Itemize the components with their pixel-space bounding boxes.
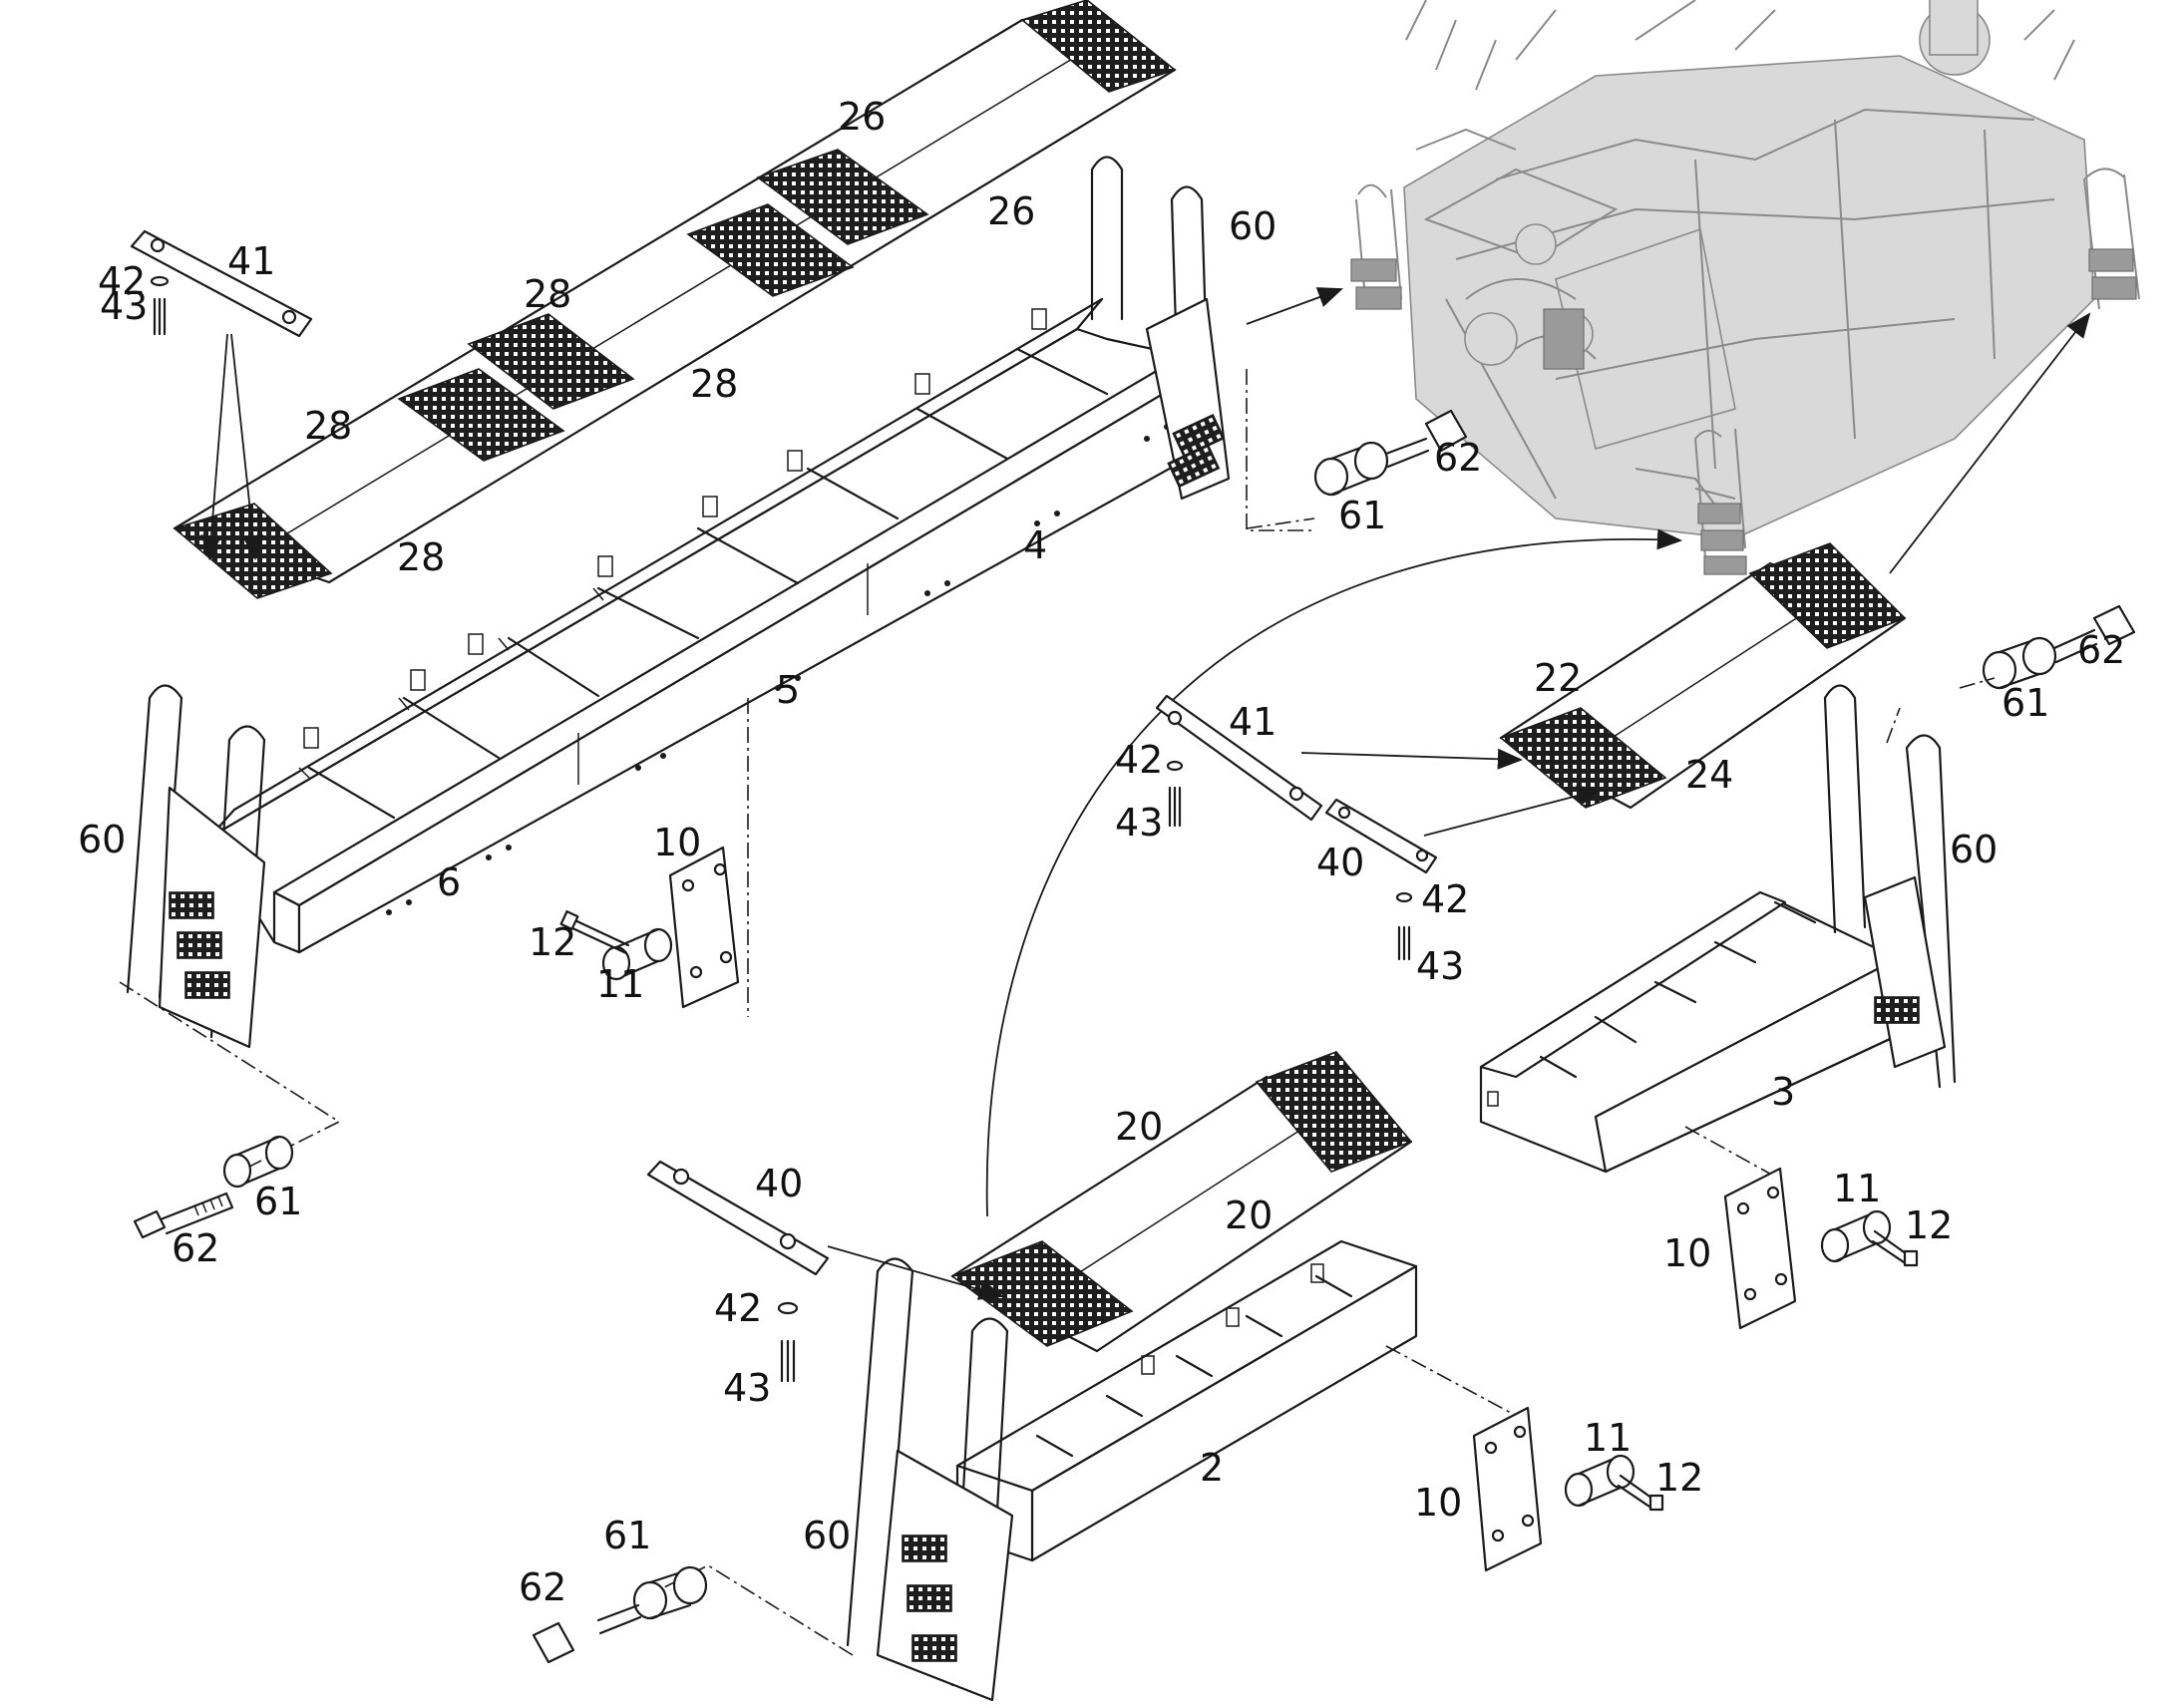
plate-10-right — [1723, 1167, 1919, 1330]
callout-12-lower: 12 — [1655, 1456, 1703, 1500]
callout-11-right: 11 — [1833, 1167, 1881, 1210]
callout-60-left: 60 — [78, 818, 126, 861]
plate-41-top — [130, 229, 313, 561]
plate-10-left — [559, 846, 740, 1009]
ladder-60-platform-3 — [1823, 684, 1957, 1089]
plate-40-lower — [646, 1160, 1005, 1383]
callout-41-upper: 41 — [227, 239, 275, 283]
callout-60-upper: 60 — [1229, 204, 1276, 248]
callout-42-lower: 42 — [714, 1286, 762, 1330]
callout-10-left: 10 — [653, 821, 701, 864]
fastener-62-61-right — [1959, 604, 2136, 690]
callout-28-a: 28 — [524, 272, 571, 316]
callout-5: 5 — [776, 668, 800, 712]
callout-11-left: 11 — [596, 962, 644, 1006]
fastener-62-61-upper — [1246, 409, 1468, 529]
plate-40-middle — [1324, 785, 1604, 961]
plate-41-middle — [1155, 694, 1524, 828]
fastener-62-61-lower — [532, 1565, 708, 1664]
callout-2: 2 — [1200, 1446, 1224, 1490]
callout-12-left: 12 — [529, 920, 576, 964]
plate-10-lower — [1472, 1406, 1664, 1572]
grating-strip-upper — [173, 0, 1177, 599]
callout-26-upper: 26 — [838, 95, 886, 139]
callout-43-upper: 43 — [100, 284, 148, 328]
callout-62-lower: 62 — [519, 1565, 566, 1609]
callout-10-right: 10 — [1663, 1231, 1711, 1275]
callout-62-left: 62 — [172, 1226, 219, 1270]
callout-28-b: 28 — [690, 362, 738, 406]
callout-43-lower: 43 — [723, 1366, 771, 1410]
callout-28-d: 28 — [397, 535, 445, 579]
callout-12-right: 12 — [1905, 1203, 1953, 1247]
callout-60-right: 60 — [1950, 828, 1998, 871]
grating-20 — [950, 1051, 1413, 1353]
callout-61-upper: 61 — [1338, 494, 1386, 537]
callout-40-lower: 40 — [755, 1162, 803, 1205]
ladder-60-long-left — [119, 684, 341, 1178]
ladder-60-platform-2 — [657, 1257, 1014, 1702]
callout-20-lower: 20 — [1225, 1194, 1272, 1237]
callout-62-upper: 62 — [1434, 436, 1482, 480]
callout-42-right: 42 — [1421, 877, 1469, 921]
callout-42-middle: 42 — [1115, 738, 1163, 782]
callout-26-lower: 26 — [987, 189, 1035, 233]
callout-6: 6 — [437, 860, 461, 904]
callout-43-right: 43 — [1416, 944, 1464, 988]
machine-ladder-left — [1350, 183, 1402, 310]
callout-41-middle: 41 — [1229, 700, 1276, 744]
callout-60-lower: 60 — [803, 1514, 851, 1557]
callout-28-c: 28 — [304, 404, 352, 448]
callout-62-right: 62 — [2077, 628, 2125, 672]
machine-ladder-right — [2083, 168, 2140, 310]
callout-20-upper: 20 — [1115, 1105, 1163, 1149]
callout-11-lower: 11 — [1584, 1416, 1632, 1460]
callout-4: 4 — [1023, 523, 1047, 567]
callout-61-left: 61 — [254, 1180, 302, 1223]
platform-long — [207, 297, 1316, 1017]
callout-24: 24 — [1685, 753, 1733, 797]
callout-3: 3 — [1771, 1070, 1795, 1114]
callout-10-lower: 10 — [1414, 1481, 1462, 1525]
callout-61-right: 61 — [2001, 681, 2049, 725]
platform-3 — [1479, 890, 1907, 1178]
callout-40-middle: 40 — [1316, 841, 1364, 884]
callout-43-middle: 43 — [1115, 801, 1163, 845]
callout-22: 22 — [1534, 656, 1582, 700]
machine-ladder-front — [1694, 428, 1747, 575]
machine-overview — [1350, 0, 2140, 575]
callout-42-upper: 42 — [98, 259, 146, 303]
callout-61-lower: 61 — [603, 1514, 651, 1557]
grating-22-24 — [1499, 542, 1907, 810]
ladder-60-long-right — [1090, 156, 1231, 501]
